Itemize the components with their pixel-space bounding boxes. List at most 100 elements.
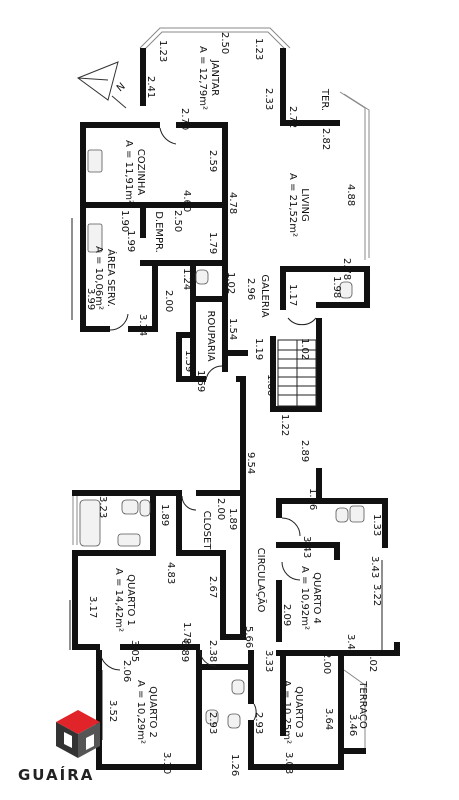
room-area-living: A = 21,52m²	[287, 173, 298, 237]
dimension-label: 1.24	[181, 268, 192, 290]
room-area-area-serv: A = 10,06m²	[93, 246, 104, 310]
dimension-label: 1.23	[157, 40, 168, 62]
dimension-label: 1.98	[331, 276, 342, 298]
dimension-label: 3.99	[85, 288, 96, 310]
room-name-ter: TER.	[319, 88, 330, 111]
dimension-label: 1.17	[287, 284, 298, 306]
room-name-area-serv: ÁREA SERV.	[105, 249, 118, 307]
north-arrow-icon: N	[76, 61, 128, 109]
room-area-quarto1: A = 14,42m²	[113, 568, 124, 632]
stairs	[277, 339, 317, 407]
room-name-quarto2: QUARTO 2	[147, 686, 158, 738]
fixtures	[79, 149, 365, 729]
dimension-label: 2.93	[207, 712, 218, 734]
dimension-label: 1.99	[125, 230, 136, 252]
dimension-label: 2.41	[145, 76, 156, 98]
dimension-label: 1.23	[253, 38, 264, 60]
dimension-label: 1.19	[253, 338, 264, 360]
cube-logo-icon	[56, 710, 100, 758]
room-name-jantar: JANTAR	[209, 59, 220, 96]
room-name-terraco: TERRAÇO	[357, 680, 368, 729]
dimension-label: 2.96	[245, 278, 256, 300]
dimension-label: 2.78	[341, 258, 352, 280]
dimension-label: 2.06	[121, 660, 132, 682]
brand-name: GUAÍRA	[18, 765, 94, 784]
dimension-label: 1.22	[279, 414, 290, 436]
dimension-label: 2.67	[207, 576, 218, 598]
dimension-labels: 1.23 2.50 1.23 2.41 2.33 2.70 2.72 2.82 …	[85, 32, 382, 776]
dimension-label: 2.38	[207, 640, 218, 662]
dimension-label: 3.46	[347, 714, 358, 736]
room-name-living: LIVING	[299, 188, 310, 222]
room-name-circulacao: CIRCULAÇÃO	[255, 548, 268, 613]
dimension-label: 2.89	[299, 440, 310, 462]
doors	[99, 127, 317, 721]
dimension-label: 3.64	[323, 708, 334, 730]
dimension-label: 1.26	[307, 488, 318, 510]
dimension-label: 9.54	[245, 452, 256, 474]
dimension-label: 3.33	[263, 650, 274, 672]
dimension-label: 4.78	[227, 192, 238, 214]
dimension-label: 2.59	[207, 150, 218, 172]
dimension-label: 0.89	[179, 640, 190, 662]
dimension-label: 2.00	[163, 290, 174, 312]
dimension-label: 2.00	[321, 652, 332, 674]
room-area-quarto4: A = 10,92m²	[299, 566, 310, 630]
dimension-label: 1.79	[207, 232, 218, 254]
room-name-quarto1: QUARTO 1	[125, 574, 136, 626]
dimension-label: 4.60	[181, 190, 192, 212]
dimension-label: 1.54	[227, 318, 238, 340]
dimension-label: 2.50	[172, 210, 183, 232]
svg-text:N: N	[115, 81, 128, 94]
dimension-label: 3.05	[129, 640, 140, 662]
dimension-label: 3.52	[107, 700, 118, 722]
dimension-label: 3.10	[161, 752, 172, 774]
room-labels: JANTAR A = 12,79m² COZINHA A = 11,91m² L…	[93, 46, 368, 744]
room-area-quarto3: A = 10,25m²	[281, 680, 292, 744]
dimension-label: 3.03	[283, 752, 294, 774]
room-area-jantar: A = 12,79m²	[197, 46, 208, 110]
dimension-label: 1.69	[195, 370, 206, 392]
dimension-label: 3.22	[371, 584, 382, 606]
dimension-label: 2.50	[219, 32, 230, 54]
dimension-label: 2.82	[320, 128, 331, 150]
room-name-quarto4: QUARTO 4	[311, 572, 322, 624]
room-name-d-empr: D.EMPR.	[153, 211, 164, 253]
room-name-galeria: GALERIA	[259, 274, 270, 317]
dimension-label: 4.83	[165, 562, 176, 584]
dimension-label: 1.02	[225, 272, 236, 294]
dimension-label: 2.70	[179, 108, 190, 130]
dimension-label: 1.33	[371, 514, 382, 536]
dimension-label: 3.43	[345, 634, 356, 656]
room-name-closet: CLOSET	[201, 511, 212, 551]
brand-logo: GUAÍRA	[18, 710, 100, 784]
walls	[72, 48, 400, 770]
dimension-label: 3.14	[137, 314, 148, 336]
dimension-label: 2.33	[263, 88, 274, 110]
room-name-cozinha: COZINHA	[135, 149, 146, 196]
dimension-label: 3.43	[301, 536, 312, 558]
dimension-label: 5.66	[243, 626, 254, 648]
dimension-label: 1.02	[299, 338, 310, 360]
room-area-quarto2: A = 10,29m²	[135, 680, 146, 744]
dimension-label: 1.78	[181, 622, 192, 644]
dimension-label: 1.89	[227, 508, 238, 530]
dimension-label: 1.88	[265, 374, 276, 396]
room-area-cozinha: A = 11,91m²	[123, 140, 134, 204]
dimension-label: 3.23	[97, 496, 108, 518]
dimension-label: 2.72	[287, 106, 298, 128]
dimension-label: 2.00	[215, 498, 226, 520]
dimension-label: 3.43	[369, 556, 380, 578]
dimension-label: 1.26	[229, 754, 240, 776]
dimension-label: 1.02	[367, 650, 378, 672]
dimension-label: 1.90	[119, 210, 130, 232]
room-name-quarto3: QUARTO 3	[293, 686, 304, 738]
dimension-label: 2.09	[281, 604, 292, 626]
dimension-label: 3.17	[87, 596, 98, 618]
dimension-label: 1.59	[183, 350, 194, 372]
dimension-label: 1.89	[159, 504, 170, 526]
room-name-rouparia: ROUPARIA	[205, 310, 216, 361]
dimension-label: 2.93	[253, 712, 264, 734]
dimension-label: 4.88	[345, 184, 356, 206]
